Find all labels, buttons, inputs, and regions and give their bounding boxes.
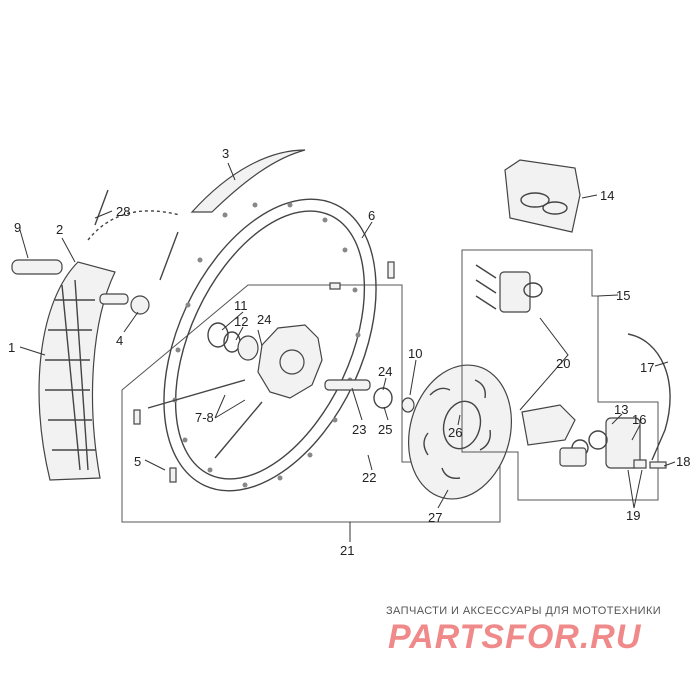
callout-9: 9 (14, 220, 21, 235)
callout-4: 4 (116, 333, 123, 348)
callout-11: 11 (234, 298, 248, 313)
callout-28: 28 (116, 204, 130, 219)
callout-1: 1 (8, 340, 15, 355)
rim-screw (329, 261, 395, 290)
watermark-subtitle: ЗАПЧАСТИ И АКСЕССУАРЫ ДЛЯ МОТОТЕХНИКИ (386, 605, 662, 617)
caliper-assembly-box (461, 249, 659, 501)
callout-20: 20 (556, 356, 570, 371)
callout-23: 23 (352, 422, 366, 437)
callout-2: 2 (56, 222, 63, 237)
brake-caliper (521, 404, 641, 469)
callout-13: 13 (614, 402, 628, 417)
callout-26: 26 (448, 425, 462, 440)
callout-19: 19 (626, 508, 640, 523)
valve (87, 189, 181, 281)
brake-disc (407, 364, 513, 500)
callout-24b: 24 (378, 364, 392, 379)
wheel-assembly-box (121, 284, 501, 523)
axle (11, 259, 129, 305)
callouts: 1 2 3 4 5 6 7-8 9 10 11 12 13 14 15 16 1… (8, 146, 690, 558)
callout-10: 10 (408, 346, 422, 361)
callout-24a: 24 (257, 312, 271, 327)
seal-kit-bag (504, 159, 581, 233)
callout-25: 25 (378, 422, 392, 437)
callout-22: 22 (362, 470, 376, 485)
callout-5: 5 (134, 454, 141, 469)
hub (207, 322, 415, 413)
callout-15: 15 (616, 288, 630, 303)
rim-tape (190, 149, 306, 213)
spacer (130, 295, 150, 315)
callout-21: 21 (340, 543, 354, 558)
callout-18: 18 (676, 454, 690, 469)
callout-3: 3 (222, 146, 229, 161)
callout-7-8: 7-8 (195, 410, 214, 425)
pad-kit (475, 264, 543, 313)
callout-17: 17 (640, 360, 654, 375)
watermark-logo: PARTSFOR.RU (388, 618, 642, 656)
callout-14: 14 (600, 188, 614, 203)
bleed-fittings (633, 459, 667, 469)
callout-16: 16 (632, 412, 646, 427)
spokes (133, 379, 263, 483)
brake-hose (627, 333, 671, 461)
callout-27: 27 (428, 510, 442, 525)
callout-6: 6 (368, 208, 375, 223)
callout-12: 12 (234, 314, 248, 329)
leader-lines (19, 162, 676, 542)
tire (38, 261, 116, 481)
rim (163, 198, 377, 492)
